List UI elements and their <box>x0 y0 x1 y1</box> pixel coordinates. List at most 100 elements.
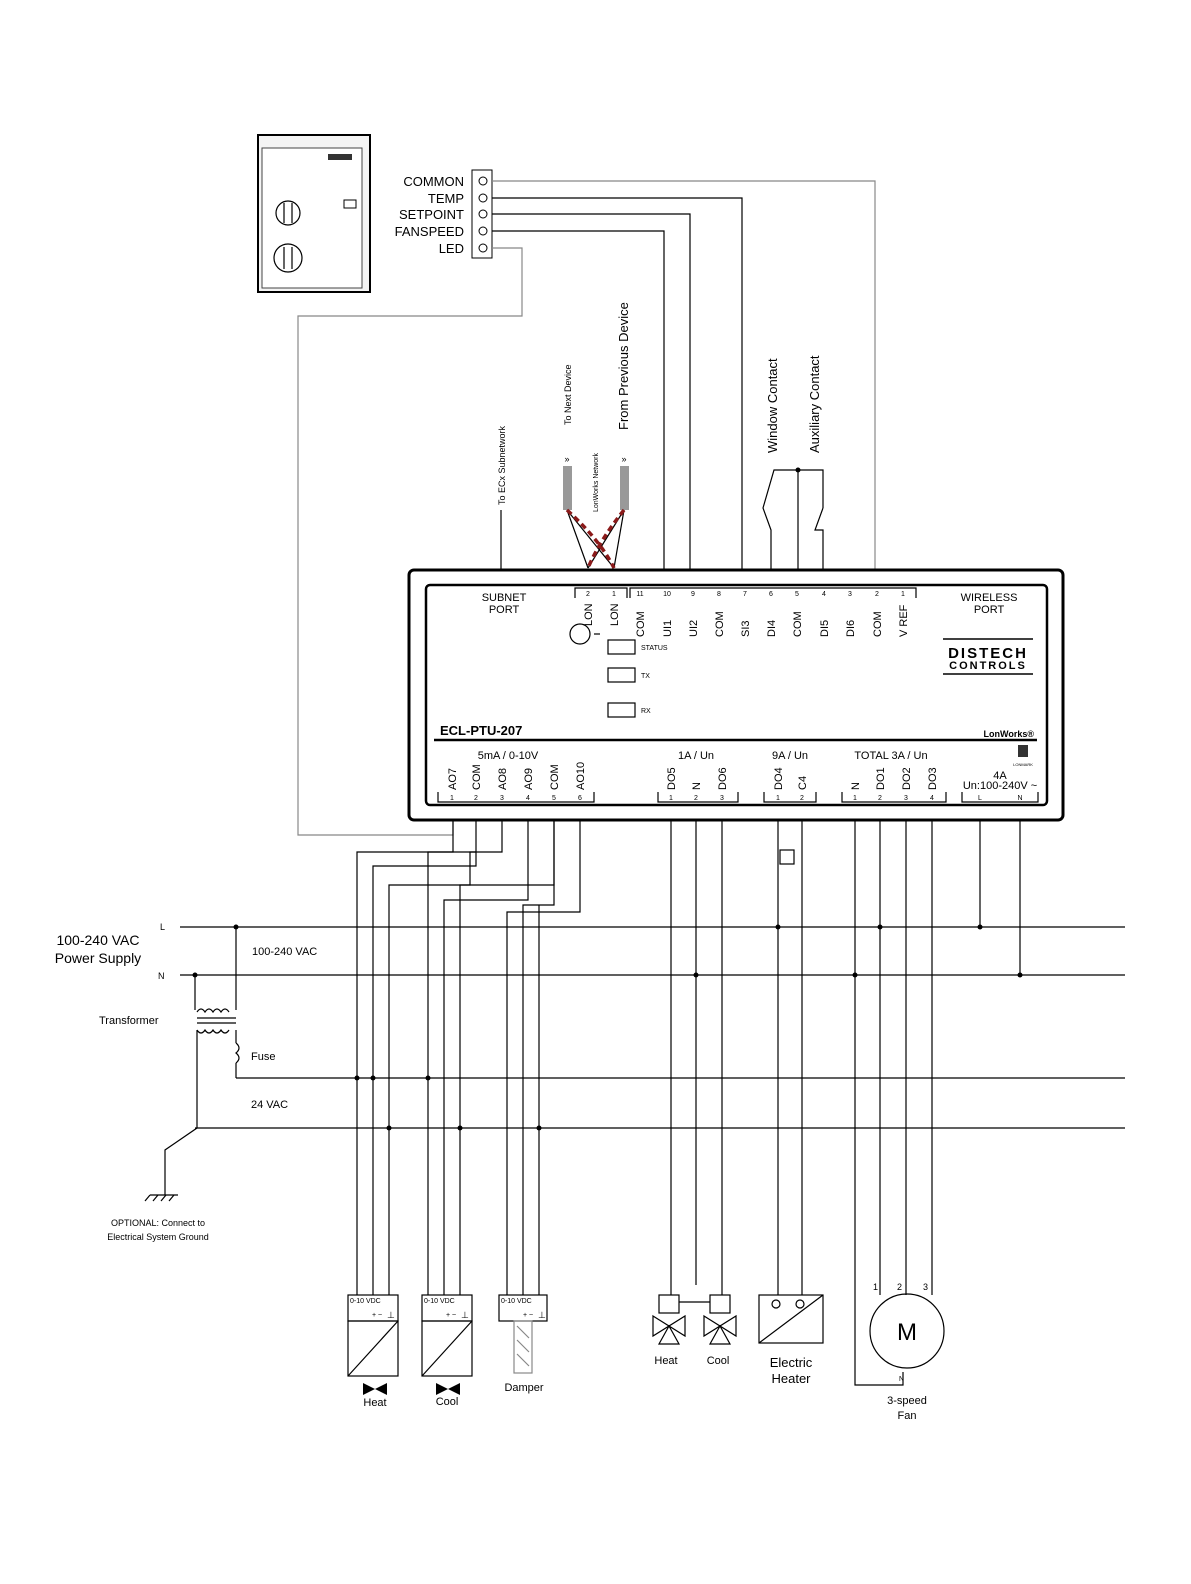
group-analog-outputs: 5mA / 0-10V <box>478 750 539 762</box>
group-total-3a: TOTAL 3A / Un <box>854 750 927 762</box>
terminal-led: LED <box>439 241 464 256</box>
top-terminal-number: 2 <box>586 591 590 598</box>
top-terminal-number: 5 <box>795 591 799 598</box>
line-l-label: L <box>160 922 165 932</box>
terminal-ground: ⊥ <box>538 1310 546 1320</box>
fan-motor: M 1 2 3 N 3-speed Fan <box>869 1282 945 1422</box>
terminal-setpoint: SETPOINT <box>399 207 464 222</box>
bottom-terminal-label: N <box>850 782 862 790</box>
auxiliary-contact-label: Auxiliary Contact <box>807 355 822 453</box>
contacts: Window Contact Auxiliary Contact <box>762 355 824 585</box>
heat-actuator-label: Heat <box>363 1397 386 1409</box>
terminal-ground: ⊥ <box>387 1310 395 1320</box>
bottom-terminal-label: COM <box>549 764 561 790</box>
bottom-terminal-number: 3 <box>720 795 724 802</box>
wireless-port-label-2: PORT <box>974 604 1005 616</box>
cool-actuator-label: Cool <box>436 1396 459 1408</box>
bottom-terminal-number: 1 <box>450 795 454 802</box>
motor-terminal-n: N <box>899 1376 904 1383</box>
motor-terminal-2: 2 <box>897 1282 902 1292</box>
terminal-0-10vdc: 0-10 VDC <box>424 1298 455 1305</box>
controller-ecl-ptu-207: SUBNET PORT WIRELESS PORT DISTECH CONTRO… <box>407 568 1065 822</box>
terminal-plus: + ~ <box>523 1312 533 1319</box>
top-terminal-label: LON <box>609 603 621 626</box>
tx-led-label: TX <box>641 673 650 680</box>
window-contact-label: Window Contact <box>765 358 780 453</box>
top-terminal-number: 7 <box>743 591 747 598</box>
subnet-port-label-2: PORT <box>489 604 520 616</box>
top-terminal-number: 3 <box>848 591 852 598</box>
top-terminal-number: 1 <box>612 591 616 598</box>
ground-note: OPTIONAL: Connect to <box>111 1218 205 1228</box>
bottom-terminal-number: 2 <box>800 795 804 802</box>
bottom-terminal-number: 1 <box>669 795 673 802</box>
motor-terminal-3: 3 <box>923 1282 928 1292</box>
terminal-temp: TEMP <box>428 191 464 206</box>
top-terminal-number: 9 <box>691 591 695 598</box>
bottom-terminal-number: 3 <box>500 795 504 802</box>
from-previous-device-label: From Previous Device <box>616 302 631 430</box>
motor-terminal-1: 1 <box>873 1282 878 1292</box>
bottom-terminal-number: 5 <box>552 795 556 802</box>
bottom-terminal-number: 1 <box>853 795 857 802</box>
damper-label: Damper <box>504 1382 543 1394</box>
transformer-label: Transformer <box>99 1015 159 1027</box>
bottom-terminal-number: 2 <box>474 795 478 802</box>
bottom-terminal-label: DO2 <box>901 767 913 790</box>
svg-text:»: » <box>564 454 569 464</box>
top-terminal-number: 11 <box>636 591 643 598</box>
top-terminal-label: UI2 <box>688 620 700 637</box>
bottom-terminal-label: COM <box>471 764 483 790</box>
vac-label: 100-240 VAC <box>252 946 317 958</box>
bottom-terminal-label: DO6 <box>717 767 729 790</box>
ground-note-2: Electrical System Ground <box>107 1232 209 1242</box>
terminal-0-10vdc: 0-10 VDC <box>350 1298 381 1305</box>
top-terminal-number: 4 <box>822 591 826 598</box>
bottom-terminal-number: 3 <box>904 795 908 802</box>
status-led-label: STATUS <box>641 645 668 652</box>
terminal-plus: + ~ <box>372 1312 382 1319</box>
terminal-common: COMMON <box>403 174 464 189</box>
terminal-plus: + ~ <box>446 1312 456 1319</box>
top-terminal-number: 10 <box>663 591 671 598</box>
top-terminal-label: COM <box>714 611 726 637</box>
top-terminal-label: LON <box>583 603 595 626</box>
network-connections: To ECx Subnetwork » » To Next Device Lon… <box>497 302 631 570</box>
bottom-terminal-label: AO7 <box>447 768 459 790</box>
power-supply: 100-240 VAC Power Supply L N 100-240 VAC… <box>55 922 1125 1242</box>
top-terminal-label: COM <box>792 611 804 637</box>
terminal-ground: ⊥ <box>461 1310 469 1320</box>
bottom-terminal-label: C4 <box>797 776 809 790</box>
wall-thermostat <box>257 134 371 293</box>
cool-actuator: Cool <box>421 1294 473 1408</box>
bottom-terminal-label: DO3 <box>927 767 939 790</box>
bottom-terminal-number: 4 <box>526 795 530 802</box>
line-n-label: N <box>158 971 165 981</box>
terminal-0-10vdc: 0-10 VDC <box>501 1298 532 1305</box>
top-terminal-number: 2 <box>875 591 879 598</box>
bottom-terminal-number: 4 <box>930 795 934 802</box>
power-rating: 4A <box>993 770 1007 782</box>
motor-symbol: M <box>897 1319 917 1346</box>
top-terminal-label: DI5 <box>819 620 831 637</box>
brand-logo: DISTECH <box>948 645 1028 662</box>
bottom-terminal-number: 2 <box>694 795 698 802</box>
damper-actuator: Damper <box>498 1294 548 1394</box>
bottom-terminal-label: DO1 <box>875 767 887 790</box>
subnet-label: To ECx Subnetwork <box>497 425 507 505</box>
model-label: ECL-PTU-207 <box>440 723 522 738</box>
rx-led-label: RX <box>641 708 651 715</box>
heat-valve-label: Heat <box>654 1355 677 1367</box>
bottom-terminal-number: 1 <box>776 795 780 802</box>
bottom-terminal-label: AO10 <box>575 762 587 790</box>
top-terminal-number: 6 <box>769 591 773 598</box>
electric-heater-label: Electric <box>770 1355 813 1370</box>
cool-valve: Cool <box>703 1294 737 1367</box>
heat-actuator: Heat <box>347 1294 399 1409</box>
power-supply-label-2: Power Supply <box>55 950 141 966</box>
top-terminal-number: 8 <box>717 591 721 598</box>
fan-label: 3-speed <box>887 1395 927 1407</box>
